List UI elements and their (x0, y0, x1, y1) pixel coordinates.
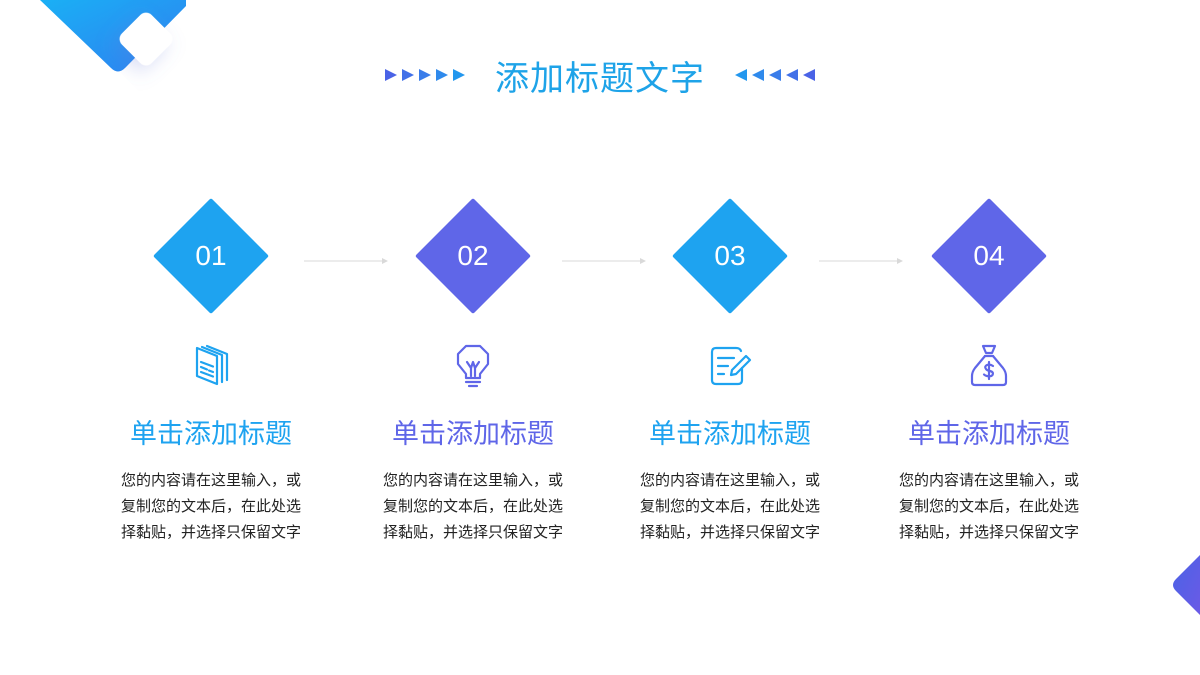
connector-arrow-1 (304, 258, 388, 264)
step-number: 01 (195, 240, 227, 271)
corner-decoration-top-left (40, 0, 186, 72)
edit-note-icon (710, 346, 752, 386)
step-title: 单击添加标题 (392, 419, 554, 450)
title-arrows-right (735, 69, 815, 81)
step-diamond: 03 (672, 198, 788, 314)
step-title: 单击添加标题 (130, 419, 292, 450)
step-card-4: 04 单击添加标题 您的内容请在这里输入，或复制您的文本后，在此处选择黏贴，并选… (889, 198, 1089, 545)
step-description: 您的内容请在这里输入，或复制您的文本后，在此处选择黏贴，并选择只保留文字 (382, 471, 563, 541)
step-description: 您的内容请在这里输入，或复制您的文本后，在此处选择黏贴，并选择只保留文字 (120, 471, 301, 541)
step-diamond: 01 (153, 198, 269, 314)
triangle-right-icon (385, 69, 397, 81)
triangle-right-icon (419, 69, 431, 81)
step-number: 04 (973, 240, 1005, 271)
triangle-right-icon (402, 69, 414, 81)
step-card-3: 03 单击添加标题 您的内容请在这里输入，或复制您的文本后，在此处选择黏贴，并选… (630, 198, 830, 545)
step-diamond: 04 (931, 198, 1047, 314)
step-card-1: 01 单击添加标题 您的内容请在这里输入，或复制您的文本后，在此处选择黏贴，并选… (111, 198, 311, 545)
triangle-right-icon (436, 69, 448, 81)
connector-arrow-2 (562, 258, 646, 264)
connector-arrow-3 (819, 258, 903, 264)
triangle-left-icon (786, 69, 798, 81)
triangle-left-icon (735, 69, 747, 81)
documents-icon (195, 344, 229, 386)
triangle-right-icon (453, 69, 465, 81)
triangle-left-icon (803, 69, 815, 81)
corner-decoration-bottom-right (1173, 555, 1200, 615)
lightbulb-icon (456, 344, 490, 388)
title-row: 添加标题文字 (0, 52, 1200, 99)
step-title: 单击添加标题 (908, 419, 1070, 450)
title-arrows-left (385, 69, 465, 81)
step-description: 您的内容请在这里输入，或复制您的文本后，在此处选择黏贴，并选择只保留文字 (639, 471, 820, 541)
step-description: 您的内容请在这里输入，或复制您的文本后，在此处选择黏贴，并选择只保留文字 (898, 471, 1079, 541)
step-title: 单击添加标题 (649, 419, 811, 450)
step-number: 02 (457, 240, 489, 271)
triangle-left-icon (752, 69, 764, 81)
page-title: 添加标题文字 (495, 58, 705, 99)
triangle-left-icon (769, 69, 781, 81)
step-number: 03 (714, 240, 746, 271)
step-card-2: 02 单击添加标题 您的内容请在这里输入，或复制您的文本后，在此处选择黏贴，并选… (373, 198, 573, 545)
money-bag-icon (970, 344, 1008, 387)
step-diamond: 02 (415, 198, 531, 314)
